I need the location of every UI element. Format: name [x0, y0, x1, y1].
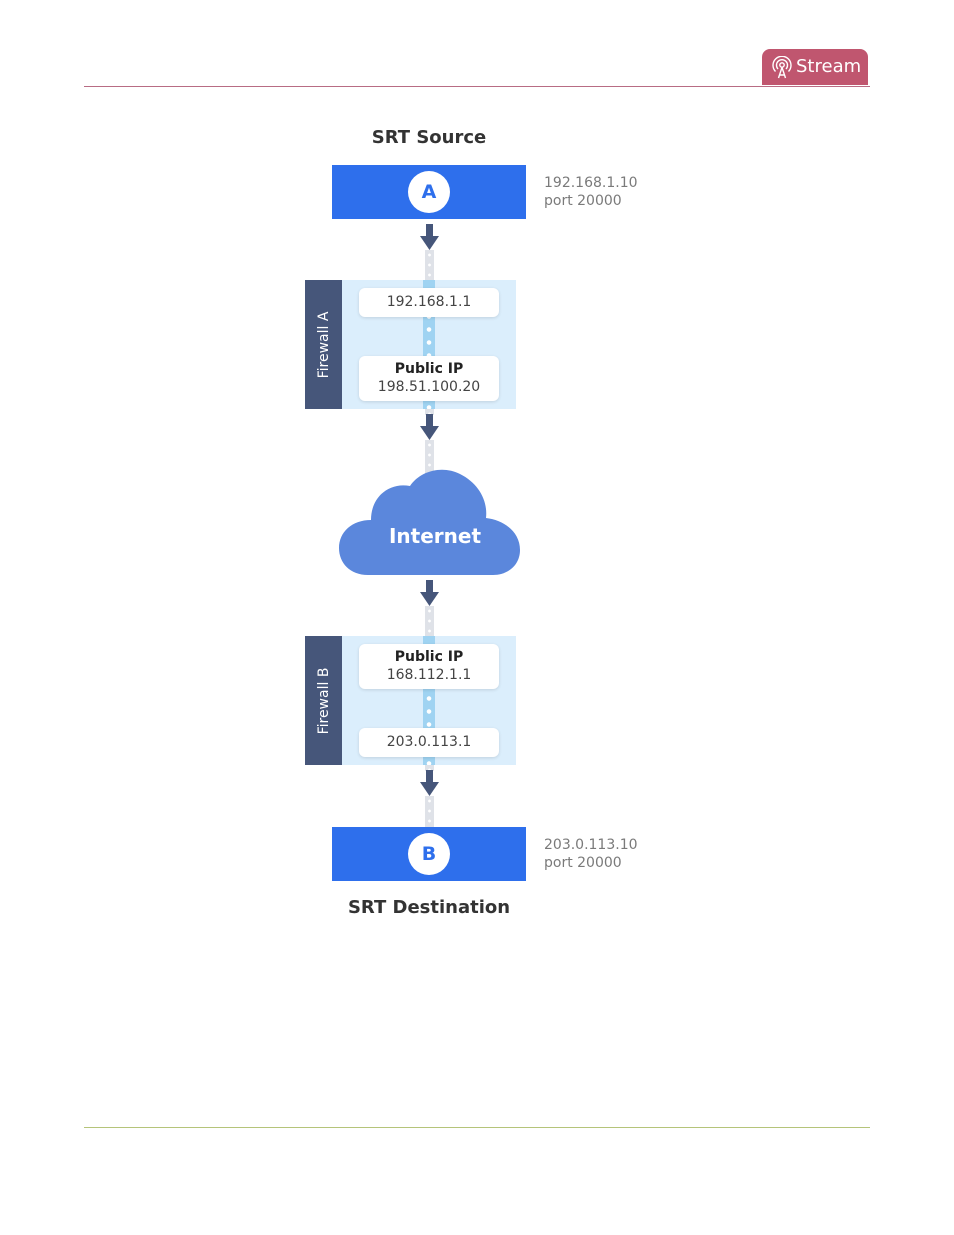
internet-label: Internet: [389, 524, 481, 548]
destination-ip: 203.0.113.10: [544, 837, 638, 853]
firewall-a-panel: 192.168.1.1 Public IP 198.51.100.20: [342, 280, 516, 409]
firewall-b-internal-ip: 203.0.113.1: [386, 734, 472, 750]
srt-source-endpoint: A: [332, 165, 526, 219]
arrow-down-icon: [420, 414, 439, 440]
connector-line: [425, 409, 434, 415]
footer-divider: [84, 1127, 870, 1128]
connector-line: [425, 796, 434, 827]
firewall-a-internal-ip: 192.168.1.1: [386, 294, 472, 310]
firewall-b-public-label: Public IP: [394, 649, 464, 665]
connector-line: [425, 765, 434, 771]
stream-tab[interactable]: Stream: [762, 49, 868, 85]
firewall-a-label: Firewall A: [315, 311, 332, 378]
connector-line: [425, 250, 434, 280]
firewall-b-public-ip-box: Public IP 168.112.1.1: [359, 644, 499, 689]
source-ip: 192.168.1.10: [544, 175, 638, 191]
firewall-a-public-label: Public IP: [394, 361, 464, 377]
node-b-badge: B: [408, 833, 450, 875]
firewall-a-public-ip: 198.51.100.20: [377, 379, 481, 395]
firewall-b-label: Firewall B: [315, 667, 332, 734]
firewall-a-bar: Firewall A: [305, 280, 342, 409]
arrow-down-icon: [420, 580, 439, 606]
header-divider: [84, 86, 870, 87]
stream-tab-label: Stream: [796, 56, 862, 77]
source-address: 192.168.1.10 port 20000: [544, 174, 638, 210]
srt-source-title: SRT Source: [371, 127, 487, 148]
firewall-a-internal-ip-box: 192.168.1.1: [359, 288, 499, 317]
arrow-down-icon: [420, 224, 439, 250]
destination-port: port 20000: [544, 855, 622, 871]
node-a-badge: A: [408, 171, 450, 213]
firewall-a-public-ip-box: Public IP 198.51.100.20: [359, 356, 499, 401]
firewall-b-bar: Firewall B: [305, 636, 342, 765]
source-port: port 20000: [544, 193, 622, 209]
destination-address: 203.0.113.10 port 20000: [544, 836, 638, 872]
connector-line: [425, 440, 434, 475]
srt-destination-endpoint: B: [332, 827, 526, 881]
connector-line: [425, 606, 434, 636]
broadcast-icon: [772, 56, 792, 79]
firewall-b-public-ip: 168.112.1.1: [386, 667, 472, 683]
firewall-b-panel: Public IP 168.112.1.1 203.0.113.1: [342, 636, 516, 765]
srt-destination-title: SRT Destination: [347, 897, 511, 918]
firewall-b-internal-ip-box: 203.0.113.1: [359, 728, 499, 757]
arrow-down-icon: [420, 770, 439, 796]
internet-cloud-icon: Internet: [339, 469, 520, 575]
